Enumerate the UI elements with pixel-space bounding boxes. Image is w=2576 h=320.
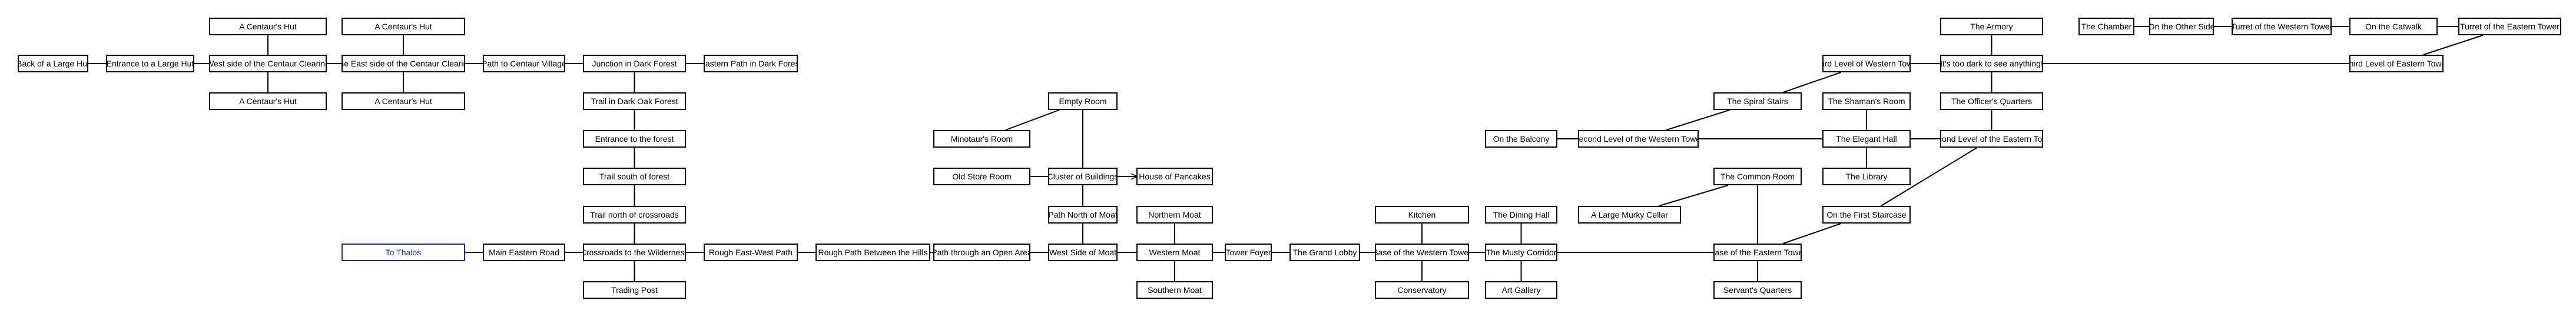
room-tower-foyer[interactable]: Tower Foyer: [1225, 244, 1272, 261]
room-turret-western-tower[interactable]: Turret of the Western Tower: [2232, 18, 2332, 35]
connection-r61-r62: [2423, 35, 2483, 55]
room-main-eastern-road[interactable]: Main Eastern Road: [483, 244, 565, 261]
room-minotaurs-room[interactable]: Minotaur's Room: [933, 130, 1030, 148]
room-officers-quarters[interactable]: The Officer's Quarters: [1940, 92, 2043, 110]
room-southern-moat[interactable]: Southern Moat: [1136, 281, 1213, 299]
room-art-gallery[interactable]: Art Gallery: [1485, 281, 1557, 299]
room-base-eastern-tower[interactable]: Base of the Eastern Tower: [1713, 244, 1802, 261]
room-old-store-room[interactable]: Old Store Room: [933, 168, 1030, 185]
room-empty-room[interactable]: Empty Room: [1048, 92, 1118, 110]
connection-r47-r48: [1666, 109, 1730, 131]
connection-r43-r45: [1783, 223, 1841, 244]
room-library[interactable]: The Library: [1822, 168, 1911, 185]
room-path-to-centaur-village[interactable]: Path to Centaur Village: [483, 55, 565, 72]
room-catwalk[interactable]: On the Catwalk: [2349, 18, 2438, 35]
room-trail-south-of-forest[interactable]: Trail south of forest: [583, 168, 686, 185]
room-path-north-of-moat[interactable]: Path North of Moat: [1048, 206, 1118, 224]
room-centaur-hut-west-north[interactable]: A Centaur's Hut: [209, 18, 327, 35]
room-dining-hall[interactable]: The Dining Hall: [1485, 206, 1557, 224]
room-eastern-path-dark-forest[interactable]: Eastern Path in Dark Forest: [704, 55, 798, 72]
room-large-murky-cellar[interactable]: A Large Murky Cellar: [1578, 206, 1681, 224]
room-elegant-hall[interactable]: The Elegant Hall: [1822, 130, 1911, 148]
room-balcony[interactable]: On the Balcony: [1485, 130, 1557, 148]
room-centaur-hut-east-south[interactable]: A Centaur's Hut: [342, 92, 465, 110]
room-trail-north-of-crossroads[interactable]: Trail north of crossroads: [583, 206, 686, 224]
room-servants-quarters[interactable]: Servant's Quarters: [1713, 281, 1802, 299]
room-cluster-of-buildings[interactable]: Cluster of Buildings: [1048, 168, 1118, 185]
room-east-centaur-clearing[interactable]: The East side of the Centaur Clearing: [342, 55, 465, 72]
room-western-moat[interactable]: Western Moat: [1136, 244, 1213, 261]
room-entrance-to-forest[interactable]: Entrance to the forest: [583, 130, 686, 148]
room-too-dark[interactable]: It's too dark to see anything!: [1940, 55, 2043, 72]
room-armory[interactable]: The Armory: [1940, 18, 2043, 35]
room-first-staircase[interactable]: On the First Staircase: [1822, 206, 1911, 224]
room-junction-dark-forest[interactable]: Junction in Dark Forest: [583, 55, 686, 72]
room-kitchen[interactable]: Kitchen: [1375, 206, 1469, 224]
room-trading-post[interactable]: Trading Post: [583, 281, 686, 299]
connection-r28-r29: [1005, 109, 1060, 131]
room-shamans-room[interactable]: The Shaman's Room: [1822, 92, 1911, 110]
room-entrance-to-large-hut[interactable]: Entrance to a Large Hut: [106, 55, 194, 72]
room-west-side-of-moat[interactable]: West Side of Moat: [1048, 244, 1118, 261]
room-grand-lobby[interactable]: The Grand Lobby: [1289, 244, 1360, 261]
room-spiral-stairs[interactable]: The Spiral Stairs: [1713, 92, 1802, 110]
room-path-open-area[interactable]: Path through an Open Area: [933, 244, 1030, 261]
room-second-level-western-tower[interactable]: Second Level of the Western Tower: [1578, 130, 1699, 148]
connection-r48-r49: [1783, 72, 1841, 93]
room-common-room[interactable]: The Common Room: [1713, 168, 1802, 185]
room-house-of-pancakes[interactable]: House of Pancakes: [1136, 168, 1213, 185]
room-northern-moat[interactable]: Northern Moat: [1136, 206, 1213, 224]
room-rough-east-west-path[interactable]: Rough East-West Path: [704, 244, 798, 261]
room-centaur-hut-east-north[interactable]: A Centaur's Hut: [342, 18, 465, 35]
room-trail-dark-oak-forest[interactable]: Trail in Dark Oak Forest: [583, 92, 686, 110]
room-west-centaur-clearing[interactable]: West side of the Centaur Clearing: [209, 55, 327, 72]
room-back-of-large-hut[interactable]: Back of a Large Hut: [18, 55, 88, 72]
room-second-level-eastern-tower[interactable]: Second Level of the Eastern Tower: [1940, 130, 2043, 148]
room-third-level-eastern-tower[interactable]: Third Level of Eastern Tower: [2349, 55, 2444, 72]
room-on-the-other-side[interactable]: On the Other Side: [2149, 18, 2214, 35]
room-turret-eastern-tower[interactable]: Turret of the Eastern Tower: [2458, 18, 2561, 35]
room-crossroads-wilderness[interactable]: Crossroads to the Wilderness: [583, 244, 686, 261]
room-musty-corridor[interactable]: The Musty Corridor: [1485, 244, 1557, 261]
room-conservatory[interactable]: Conservatory: [1375, 281, 1469, 299]
room-base-western-tower[interactable]: Base of the Western Tower: [1375, 244, 1469, 261]
connection-r45-r53: [1881, 147, 1978, 206]
room-third-level-western-tower[interactable]: Third Level of Western Tower: [1822, 55, 1911, 72]
room-to-thalos[interactable]: To Thalos: [342, 244, 465, 261]
room-rough-path-between-hills[interactable]: Rough Path Between the Hills: [815, 244, 930, 261]
room-chamber[interactable]: The Chamber: [2078, 18, 2134, 35]
room-centaur-hut-west-south[interactable]: A Centaur's Hut: [209, 92, 327, 110]
connection-r41-r42: [1659, 185, 1729, 206]
